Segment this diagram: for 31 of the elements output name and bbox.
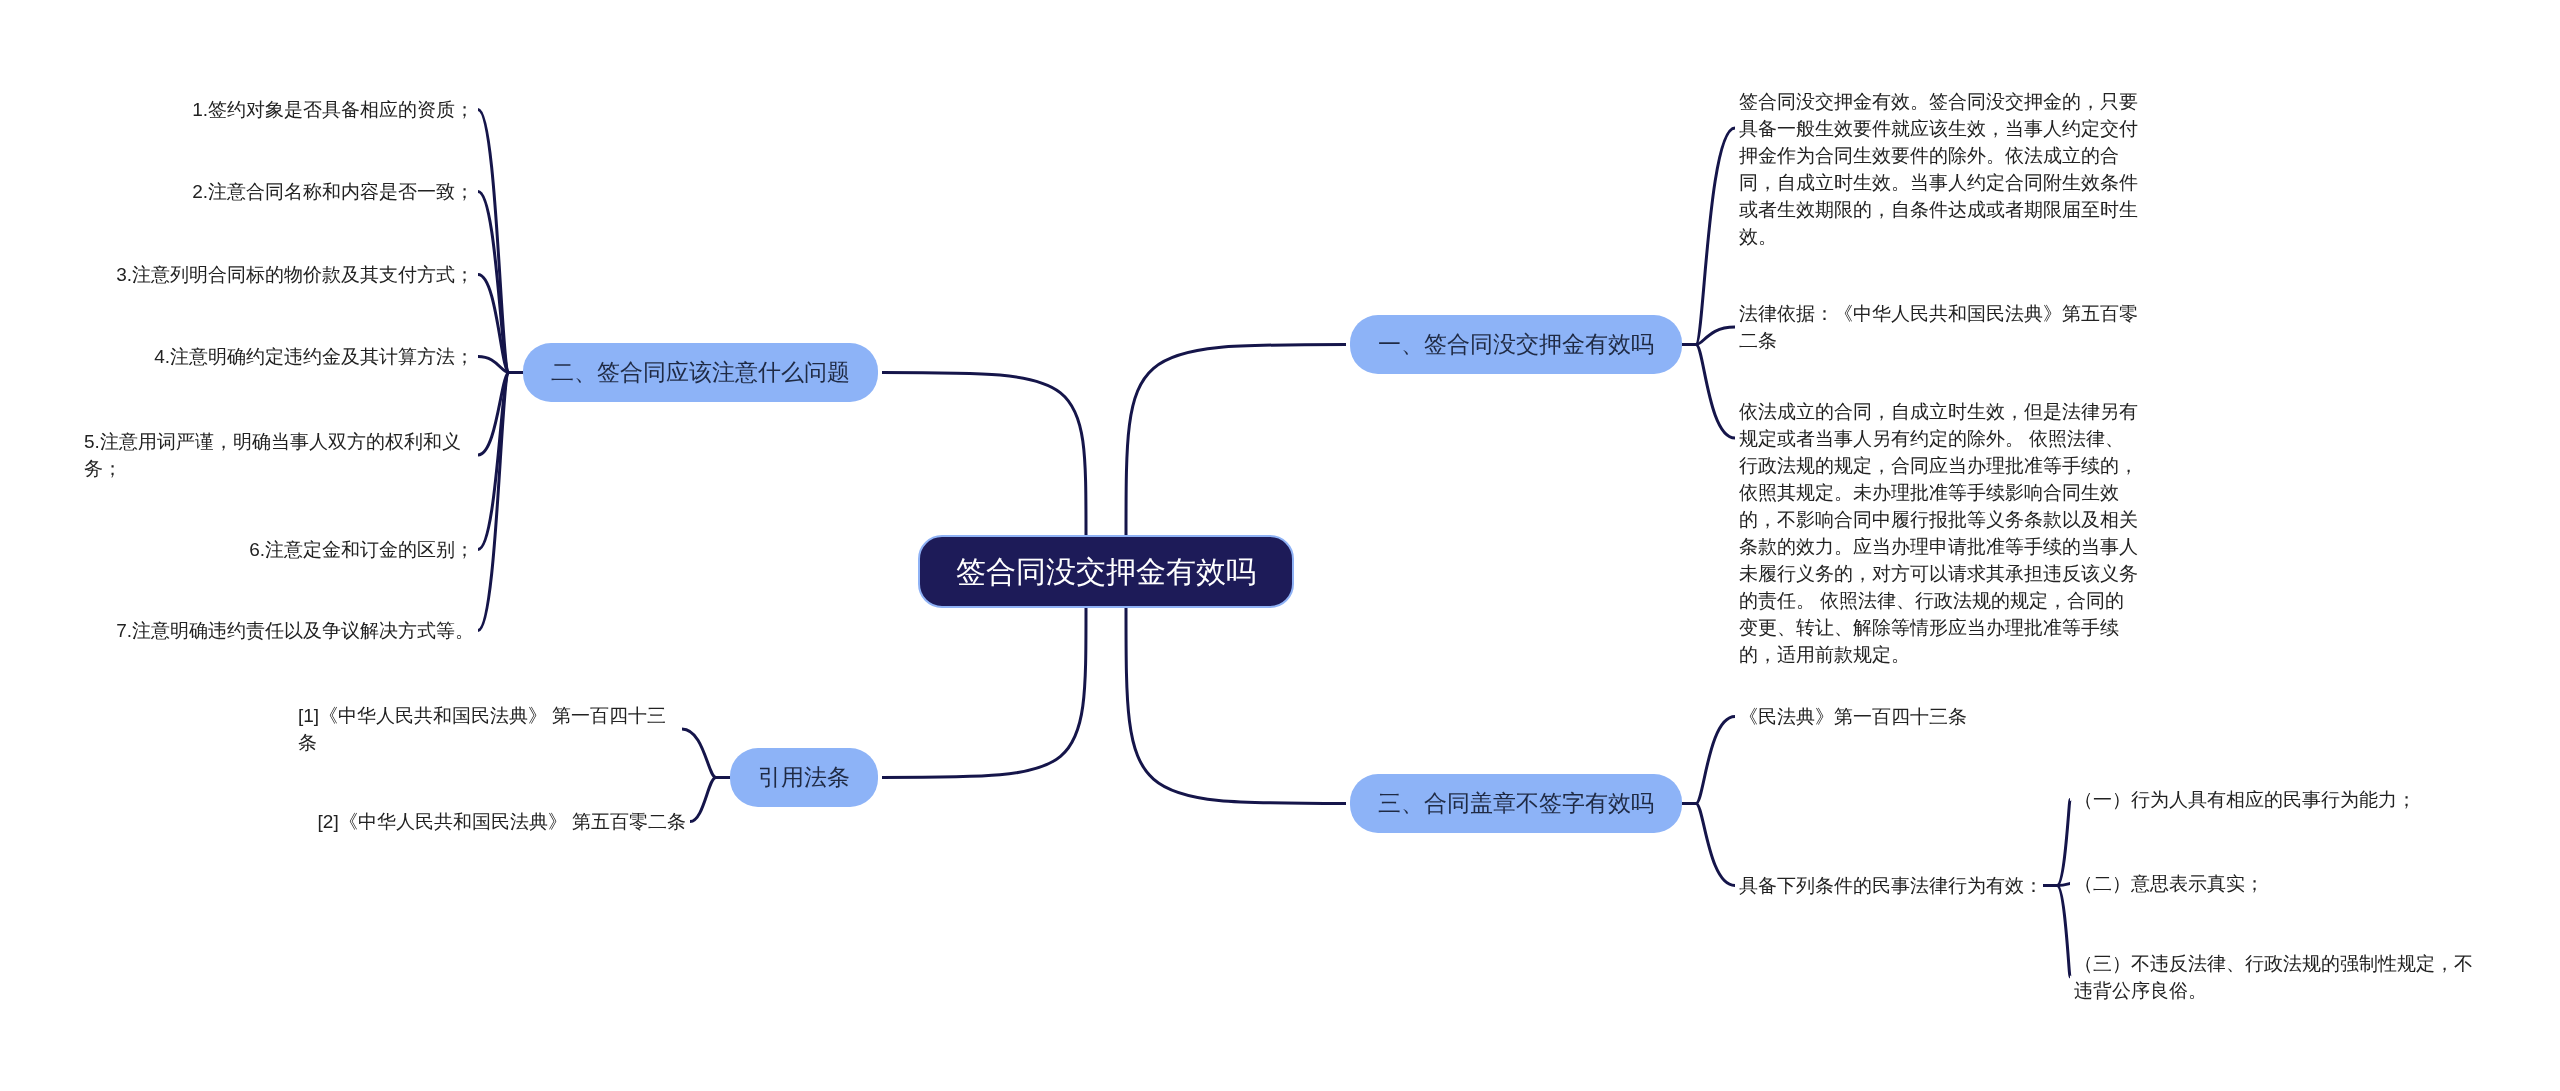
branch-connector [882, 608, 1088, 779]
leaf-text: （一）行为人具有相应的民事行为能力； [2074, 786, 2416, 813]
branch-connector [476, 371, 523, 632]
leaf-text: 签合同没交押金有效。签合同没交押金的，只要具备一般生效要件就应该生效，当事人约定交付押金作为合同生效要件的除外。依法成立的合同，自成立时生效。当事人约定合同附生效条件或者生效期限的，自条件达成或者期限届至时生效。 [1739, 88, 2139, 250]
leaf-text: 依法成立的合同，自成立时生效，但是法律另有规定或者当事人另有约定的除外。 依照法律、行政法规的规定，合同应当办理批准等手续的，依照其规定。未办理批准等手续影响合同生效的，不影响合同中履行报批等义务条款以及相关条款的效力。应当办理申请批准等手续的当事人未履行义务的，对方可以请求其承担违反该义务的责任。 依照法律、行政法规的规定，合同的变更、转让、解除等情形应当办理批准等手续的，适用前款规定。 [1739, 398, 2139, 668]
branch-connector [689, 776, 730, 823]
branch-connector [1682, 802, 1736, 887]
branch-connector [1682, 343, 1736, 440]
leaf-text: （二）意思表示真实； [2074, 870, 2264, 897]
leaf-text: （三）不违反法律、行政法规的强制性规定，不违背公序良俗。 [2074, 950, 2474, 1004]
leaf-text: [1]《中华人民共和国民法典》 第一百四十三条 [298, 702, 678, 756]
topic-pill: 引用法条 [730, 748, 878, 807]
topic-pill: 三、合同盖章不签字有效吗 [1350, 774, 1682, 833]
branch-connector [2043, 884, 2072, 978]
leaf-text: 具备下列条件的民事法律行为有效： [1739, 872, 2043, 899]
leaf-text: 1.签约对象是否具备相应的资质； [192, 96, 474, 123]
leaf-text: 7.注意明确违约责任以及争议解决方式等。 [116, 617, 474, 644]
leaf-text: 3.注意列明合同标的物价款及其支付方式； [116, 261, 474, 288]
leaf-text: 《民法典》第一百四十三条 [1739, 703, 1967, 730]
branch-connector [1124, 608, 1346, 805]
leaf-text: 5.注意用词严谨，明确当事人双方的权利和义务； [84, 428, 474, 482]
leaf-text: 2.注意合同名称和内容是否一致； [192, 178, 474, 205]
leaf-text: 6.注意定金和订金的区别； [249, 536, 474, 563]
branch-connector [1124, 343, 1346, 535]
topic-pill: 二、签合同应该注意什么问题 [523, 343, 878, 402]
leaf-text: 4.注意明确约定违约金及其计算方法； [154, 343, 474, 370]
branch-connector [882, 371, 1088, 535]
leaf-text: 法律依据：《中华人民共和国民法典》第五百零二条 [1739, 300, 2139, 354]
central-topic: 签合同没交押金有效吗 [918, 535, 1294, 608]
leaf-text: [2]《中华人民共和国民法典》 第五百零二条 [317, 808, 686, 835]
topic-pill: 一、签合同没交押金有效吗 [1350, 315, 1682, 374]
